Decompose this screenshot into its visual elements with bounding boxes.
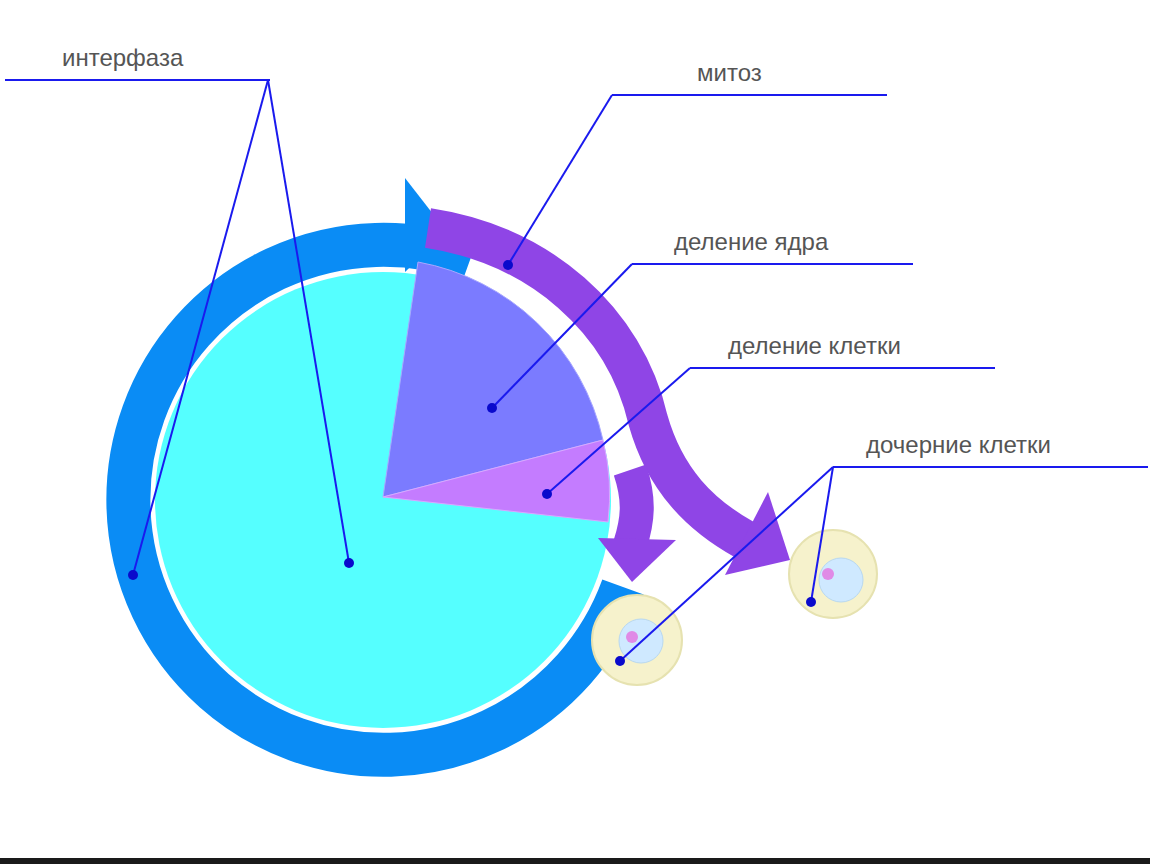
nucleolus <box>626 631 638 643</box>
nucleolus <box>822 568 834 580</box>
leader-line <box>508 95 612 265</box>
callout-label: интерфаза <box>62 44 183 72</box>
daughter-cell <box>592 595 682 685</box>
leader-dot <box>344 558 354 568</box>
label-underline <box>833 466 1148 468</box>
leader-dot <box>615 656 625 666</box>
callout-label: деление ядра <box>674 228 828 256</box>
label-underline <box>5 79 270 81</box>
leader-line <box>492 264 632 408</box>
leader-dot <box>806 597 816 607</box>
leader-dots <box>128 260 816 666</box>
mitosis-branch-head <box>598 538 676 582</box>
callout-label: митоз <box>697 59 762 87</box>
label-underline <box>690 367 995 369</box>
leader-line <box>620 467 833 661</box>
mitosis-branch <box>630 470 637 545</box>
leader-dot <box>128 570 138 580</box>
leader-line <box>547 368 690 494</box>
callout-label: деление клетки <box>728 332 901 360</box>
leader-line <box>268 80 349 563</box>
cell-nucleus <box>819 558 863 602</box>
leader-dot <box>503 260 513 270</box>
mitosis-arrowhead <box>725 492 790 575</box>
mitosis-arrow <box>428 228 745 540</box>
label-underline <box>612 94 887 96</box>
cell-division-sector <box>383 440 610 522</box>
leader-dot <box>542 489 552 499</box>
callout-label: дочерние клетки <box>866 431 1051 459</box>
leader-line <box>811 467 833 602</box>
label-underline <box>632 263 913 265</box>
bottom-border <box>0 858 1150 864</box>
leader-lines <box>5 80 1148 661</box>
leader-line <box>133 80 268 575</box>
daughter-cell <box>789 530 877 618</box>
leader-dot <box>487 403 497 413</box>
